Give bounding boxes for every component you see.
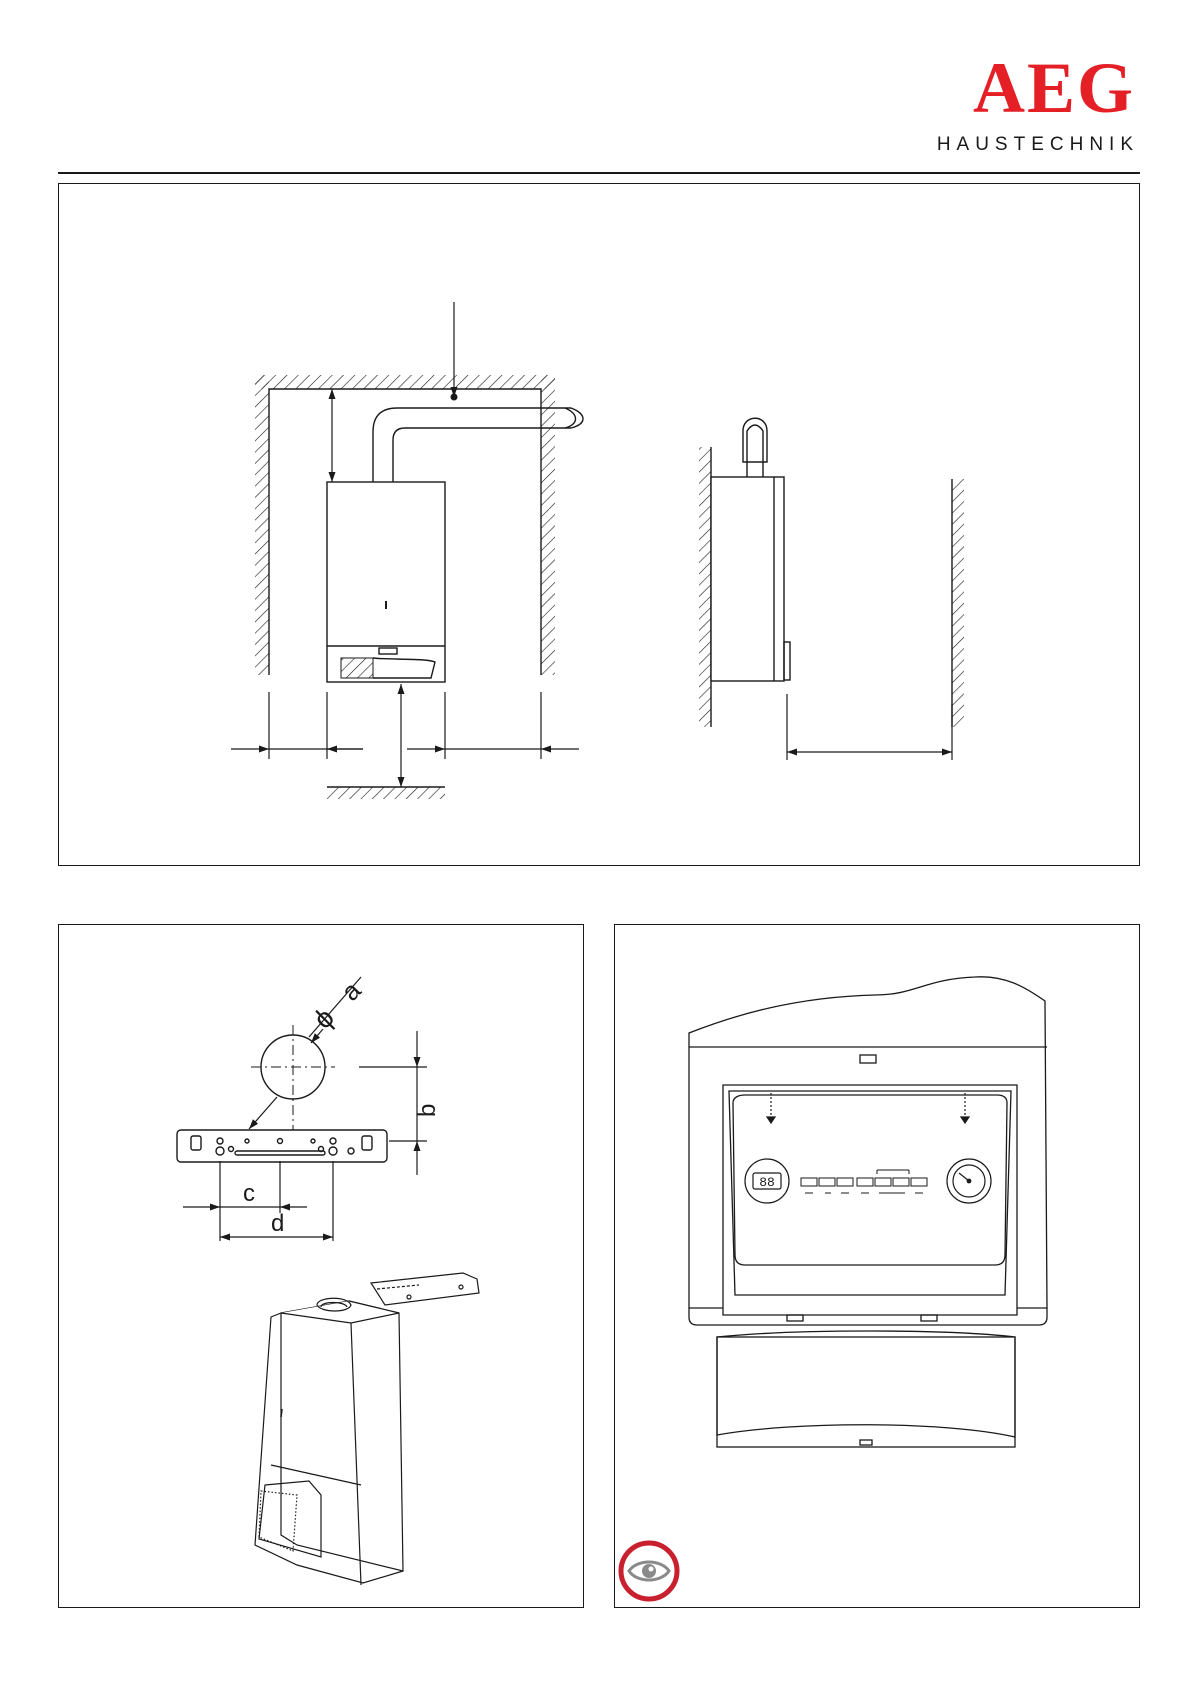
front-cover xyxy=(717,1331,1015,1447)
side-view-dimensions xyxy=(787,694,952,760)
bracket-rail xyxy=(177,1130,387,1162)
brand-subtitle: HAUSTECHNIK xyxy=(937,134,1139,156)
appliance-housing xyxy=(689,977,1047,1325)
dimension-label-c: c xyxy=(243,1180,255,1207)
dimension-label-d: d xyxy=(271,1210,284,1237)
flue-hole xyxy=(249,977,361,1155)
temperature-gauge xyxy=(947,1159,991,1203)
control-panel-figure: 88 xyxy=(614,924,1140,1608)
installation-clearance-drawing xyxy=(59,184,1141,867)
mounting-bracket-figure: ϕ a b c d xyxy=(58,924,584,1608)
appliance-on-bracket xyxy=(255,1273,479,1585)
display-value: 88 xyxy=(759,1175,775,1190)
dimension-label-b: b xyxy=(414,1104,441,1117)
eye-icon xyxy=(629,1562,669,1580)
installation-clearance-figure xyxy=(58,183,1140,866)
aeg-logo: AEG xyxy=(937,52,1135,124)
notice-badge xyxy=(621,1543,677,1599)
control-panel-drawing: 88 xyxy=(615,925,1141,1609)
mounting-bracket-drawing: ϕ a b c d xyxy=(59,925,585,1609)
brand-header: AEG HAUSTECHNIK xyxy=(937,52,1135,156)
side-view-appliance xyxy=(711,418,790,681)
header-rule xyxy=(58,172,1140,174)
